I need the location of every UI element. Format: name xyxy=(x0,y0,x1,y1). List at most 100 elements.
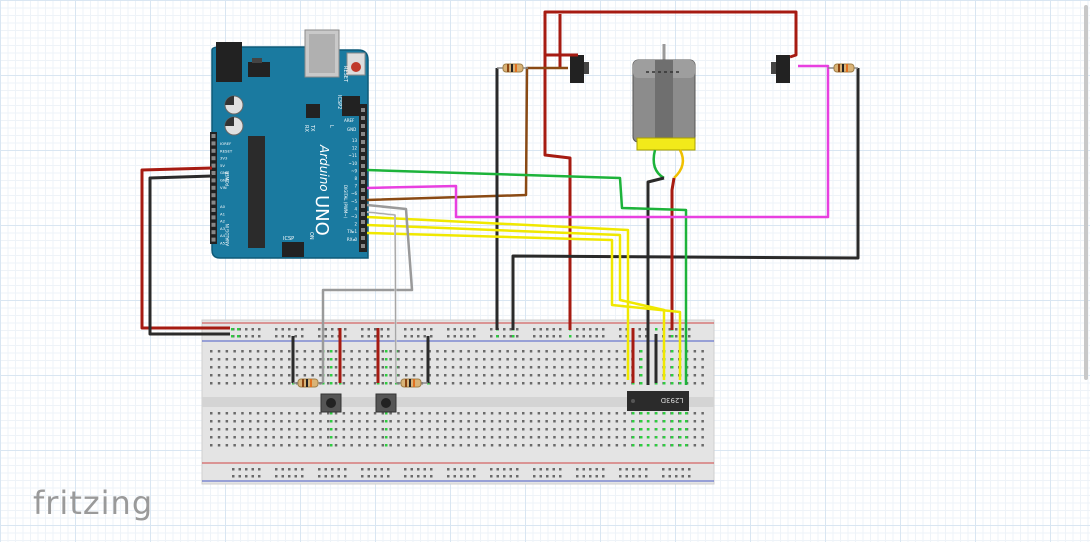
breadboard-hole[interactable] xyxy=(701,374,704,377)
breadboard-hole[interactable] xyxy=(358,358,361,361)
breadboard-hole[interactable] xyxy=(632,475,635,478)
breadboard-hole[interactable] xyxy=(498,444,502,447)
breadboard-hole[interactable] xyxy=(701,412,704,415)
breadboard-hole[interactable] xyxy=(444,366,447,369)
breadboard-hole[interactable] xyxy=(522,366,525,369)
breadboard-hole[interactable] xyxy=(693,420,697,423)
breadboard-hole[interactable] xyxy=(545,358,548,361)
breadboard-hole[interactable] xyxy=(301,335,304,338)
breadboard-hole[interactable] xyxy=(592,412,595,415)
breadboard-hole[interactable] xyxy=(319,350,322,353)
breadboard-hole[interactable] xyxy=(607,366,611,369)
breadboard-hole[interactable] xyxy=(334,350,338,353)
breadboard-hole[interactable] xyxy=(619,468,622,471)
breadboard-hole[interactable] xyxy=(366,382,369,385)
breadboard-hole[interactable] xyxy=(607,374,611,377)
breadboard-hole[interactable] xyxy=(410,468,414,471)
breadboard-hole[interactable] xyxy=(568,382,572,385)
breadboard-hole[interactable] xyxy=(272,382,275,385)
breadboard-hole[interactable] xyxy=(529,444,533,447)
breadboard-hole[interactable] xyxy=(602,328,605,331)
breadboard-hole[interactable] xyxy=(693,358,697,361)
breadboard-hole[interactable] xyxy=(453,468,457,471)
breadboard-hole[interactable] xyxy=(475,350,478,353)
breadboard-hole[interactable] xyxy=(344,475,347,478)
breadboard-hole[interactable] xyxy=(537,366,541,369)
breadboard-hole[interactable] xyxy=(342,428,346,431)
breadboard-hole[interactable] xyxy=(417,475,420,478)
breadboard-hole[interactable] xyxy=(559,475,562,478)
breadboard-hole[interactable] xyxy=(545,412,548,415)
breadboard-hole[interactable] xyxy=(444,444,447,447)
breadboard-hole[interactable] xyxy=(294,468,298,471)
breadboard-hole[interactable] xyxy=(453,335,457,338)
power-analog-pin[interactable] xyxy=(211,222,216,227)
resistor-bb-left[interactable] xyxy=(293,378,323,388)
breadboard-hole[interactable] xyxy=(258,335,261,338)
breadboard-hole[interactable] xyxy=(327,428,330,431)
breadboard-hole[interactable] xyxy=(529,382,533,385)
breadboard-hole[interactable] xyxy=(358,428,361,431)
breadboard-hole[interactable] xyxy=(280,436,283,439)
breadboard-hole[interactable] xyxy=(423,328,427,331)
breadboard-hole[interactable] xyxy=(460,475,463,478)
breadboard-hole[interactable] xyxy=(545,428,548,431)
arduino-uno-board[interactable]: RESET ICSP2 ICSP Arduino UNO ON TX RX L … xyxy=(210,29,369,259)
breadboard-hole[interactable] xyxy=(615,358,619,361)
breadboard-hole[interactable] xyxy=(397,350,400,353)
dc-motor[interactable] xyxy=(632,44,696,180)
power-analog-pin[interactable] xyxy=(211,208,216,212)
breadboard-hole[interactable] xyxy=(373,382,377,385)
breadboard-hole[interactable] xyxy=(539,335,543,338)
breadboard-hole[interactable] xyxy=(350,428,353,431)
breadboard-hole[interactable] xyxy=(701,436,704,439)
breadboard-hole[interactable] xyxy=(344,468,347,471)
breadboard-hole[interactable] xyxy=(232,475,235,478)
breadboard-hole[interactable] xyxy=(662,475,665,478)
breadboard-hole[interactable] xyxy=(546,468,549,471)
breadboard-hole[interactable] xyxy=(327,358,330,361)
breadboard-hole[interactable] xyxy=(623,350,626,353)
breadboard-hole[interactable] xyxy=(509,475,513,478)
breadboard-hole[interactable] xyxy=(288,382,291,385)
breadboard-hole[interactable] xyxy=(592,366,595,369)
breadboard-hole[interactable] xyxy=(490,335,493,338)
breadboard-hole[interactable] xyxy=(668,328,672,331)
breadboard-hole[interactable] xyxy=(318,475,321,478)
breadboard-hole[interactable] xyxy=(701,366,704,369)
breadboard-hole[interactable] xyxy=(373,412,377,415)
breadboard-hole[interactable] xyxy=(514,382,517,385)
breadboard-hole[interactable] xyxy=(241,358,244,361)
breadboard-hole[interactable] xyxy=(623,366,626,369)
breadboard-hole[interactable] xyxy=(233,412,236,415)
digital-pin[interactable] xyxy=(361,164,365,168)
vertical-scrollbar[interactable] xyxy=(1084,5,1088,380)
breadboard-hole[interactable] xyxy=(688,468,691,471)
breadboard-hole[interactable] xyxy=(561,350,564,353)
breadboard-hole[interactable] xyxy=(615,366,619,369)
breadboard-hole[interactable] xyxy=(589,335,592,338)
breadboard-hole[interactable] xyxy=(428,350,431,353)
breadboard-hole[interactable] xyxy=(337,475,341,478)
breadboard-hole[interactable] xyxy=(275,468,278,471)
breadboard-hole[interactable] xyxy=(275,328,278,331)
breadboard-hole[interactable] xyxy=(311,412,314,415)
resistor-bb-right[interactable] xyxy=(396,378,428,388)
breadboard-hole[interactable] xyxy=(374,475,377,478)
breadboard-hole[interactable] xyxy=(423,335,427,338)
breadboard-hole[interactable] xyxy=(602,475,605,478)
breadboard-hole[interactable] xyxy=(436,412,439,415)
breadboard-hole[interactable] xyxy=(210,444,213,447)
breadboard-hole[interactable] xyxy=(466,328,470,331)
breadboard-hole[interactable] xyxy=(553,436,556,439)
breadboard-hole[interactable] xyxy=(405,358,408,361)
breadboard-hole[interactable] xyxy=(576,366,580,369)
breadboard-hole[interactable] xyxy=(303,358,307,361)
breadboard-hole[interactable] xyxy=(444,412,447,415)
digital-pin[interactable] xyxy=(361,156,365,160)
breadboard-hole[interactable] xyxy=(553,366,556,369)
breadboard-hole[interactable] xyxy=(280,420,283,423)
breadboard-hole[interactable] xyxy=(436,350,439,353)
breadboard-hole[interactable] xyxy=(503,475,506,478)
digital-pin[interactable] xyxy=(361,172,365,176)
